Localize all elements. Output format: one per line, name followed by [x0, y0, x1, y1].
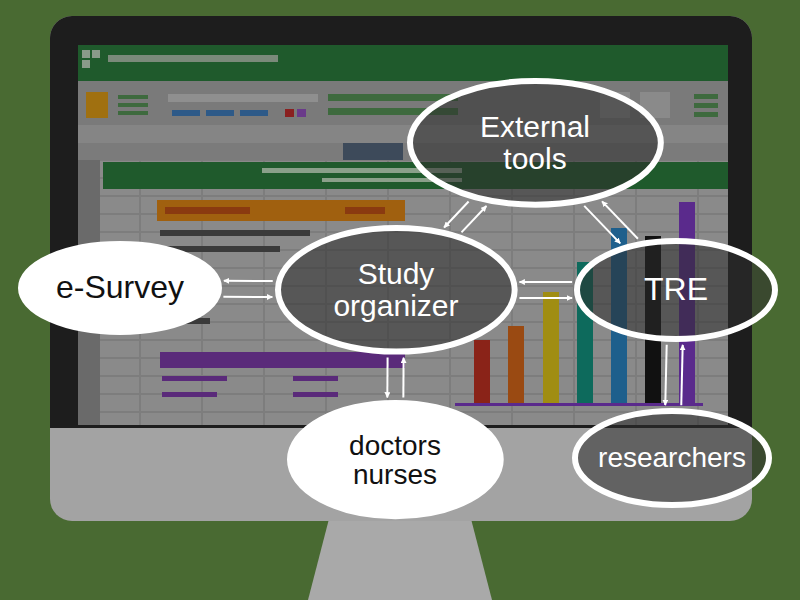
connector-arrow — [665, 345, 666, 405]
connector-arrow — [602, 201, 638, 238]
connector-arrow — [444, 202, 469, 228]
ellipse-node: TRE — [574, 238, 778, 342]
connector-arrow — [223, 296, 272, 298]
connector-arrow — [386, 358, 388, 398]
screen — [78, 45, 728, 425]
node-label: doctors nurses — [325, 431, 465, 490]
monitor-stand — [308, 515, 492, 600]
connector-arrow — [461, 206, 486, 232]
connector-arrow — [584, 206, 620, 244]
connector-arrow — [519, 297, 572, 299]
ellipse-node: researchers — [572, 408, 772, 508]
node-label: Study organizer — [316, 258, 476, 321]
ellipse-node: Study organizer — [275, 225, 518, 355]
title-bar — [78, 45, 728, 81]
orange-row — [157, 200, 405, 221]
ellipse-node: e-Survey — [18, 241, 222, 335]
node-label: TRE — [644, 273, 708, 307]
connector-arrow — [402, 358, 404, 398]
ellipse-node: External tools — [407, 78, 664, 208]
node-label: External tools — [450, 111, 620, 174]
ellipse-node: doctors nurses — [287, 400, 504, 519]
connector-arrow — [681, 345, 682, 405]
connector-arrow — [519, 281, 572, 283]
node-label: researchers — [598, 443, 746, 472]
purple-row — [160, 352, 405, 368]
monitor-bezel — [50, 16, 752, 428]
connector-arrow — [224, 280, 273, 282]
node-label: e-Survey — [56, 271, 184, 305]
